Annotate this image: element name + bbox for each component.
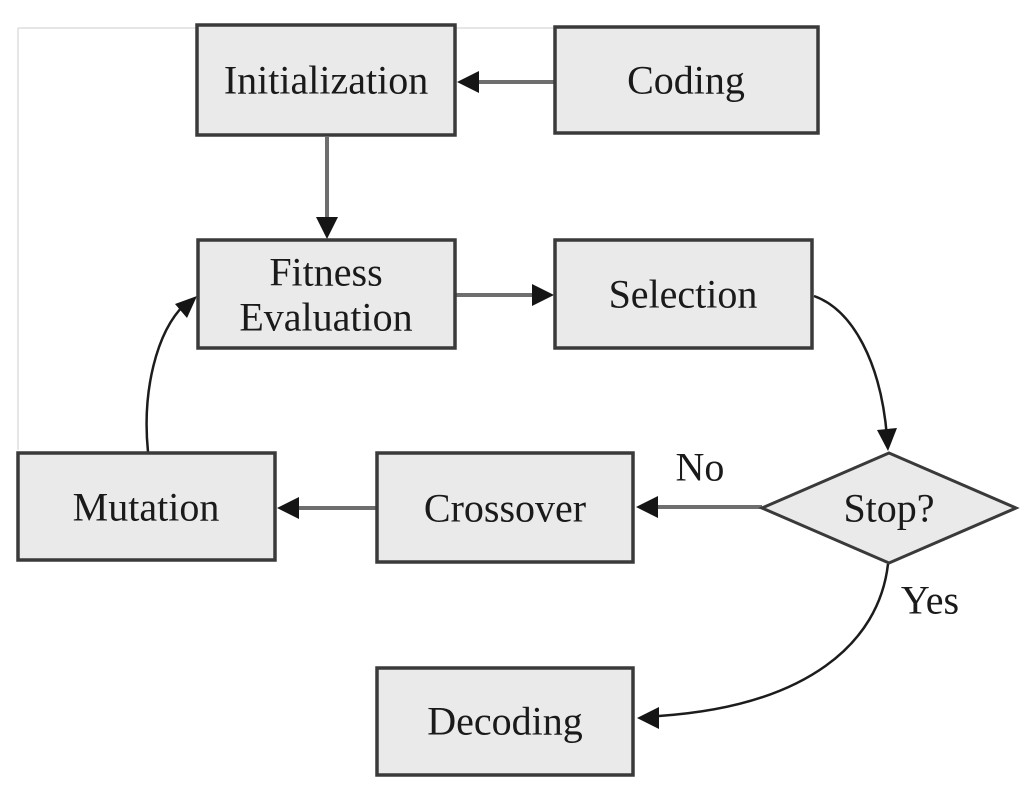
arrowhead-left-icon [457,71,479,93]
arrowhead-left-icon [637,707,659,729]
arrowhead-left-icon [636,496,658,518]
node-box [375,451,635,564]
edge-curve [813,294,889,438]
node-box [195,23,457,137]
node-box [375,666,635,777]
node-box [553,238,814,350]
edge-curve [145,303,186,453]
arrowhead-down-icon [877,428,897,451]
edge-fitness-to-selection [456,284,554,306]
arrowhead-up-right-icon [175,296,197,318]
node-label-crossover: Crossover [424,486,586,531]
branch-label-yes: Yes [901,578,959,623]
edge-coding-to-initialization [457,71,555,93]
node-label-stop: Stop? [843,486,934,531]
edge-curve [658,563,890,718]
arrowhead-left-icon [277,497,299,519]
edge-crossover-to-mutation [277,497,376,519]
node-label-selection: Selection [609,272,758,317]
node-selection: Selection [553,238,814,350]
node-label-coding: Coding [627,58,745,103]
node-label-mutation: Mutation [73,485,220,530]
node-label-fitness-line2: Evaluation [239,295,412,340]
edge-stop-to-crossover [636,496,762,518]
node-mutation: Mutation [16,451,277,562]
branch-label-no: No [676,445,725,490]
node-crossover: Crossover [375,451,635,564]
decision-diamond [758,451,1020,565]
arrowhead-right-icon [532,284,554,306]
edge-selection-to-stop [813,294,897,451]
node-label-initialization: Initialization [224,58,428,103]
edge-initialization-to-fitness [316,137,338,239]
node-stop-decision: Stop? [758,451,1020,565]
edge-stop-to-decoding [637,563,890,729]
edge-mutation-to-fitness [145,296,197,453]
node-coding: Coding [553,25,820,135]
node-box [16,451,277,562]
node-label-fitness-line1: Fitness [269,250,382,295]
node-decoding: Decoding [375,666,635,777]
node-box [196,238,457,350]
arrowhead-down-icon [316,217,338,239]
node-fitness-evaluation: Fitness Evaluation [196,238,457,350]
node-initialization: Initialization [195,23,457,137]
node-box [553,25,820,135]
node-label-decoding: Decoding [427,699,583,744]
